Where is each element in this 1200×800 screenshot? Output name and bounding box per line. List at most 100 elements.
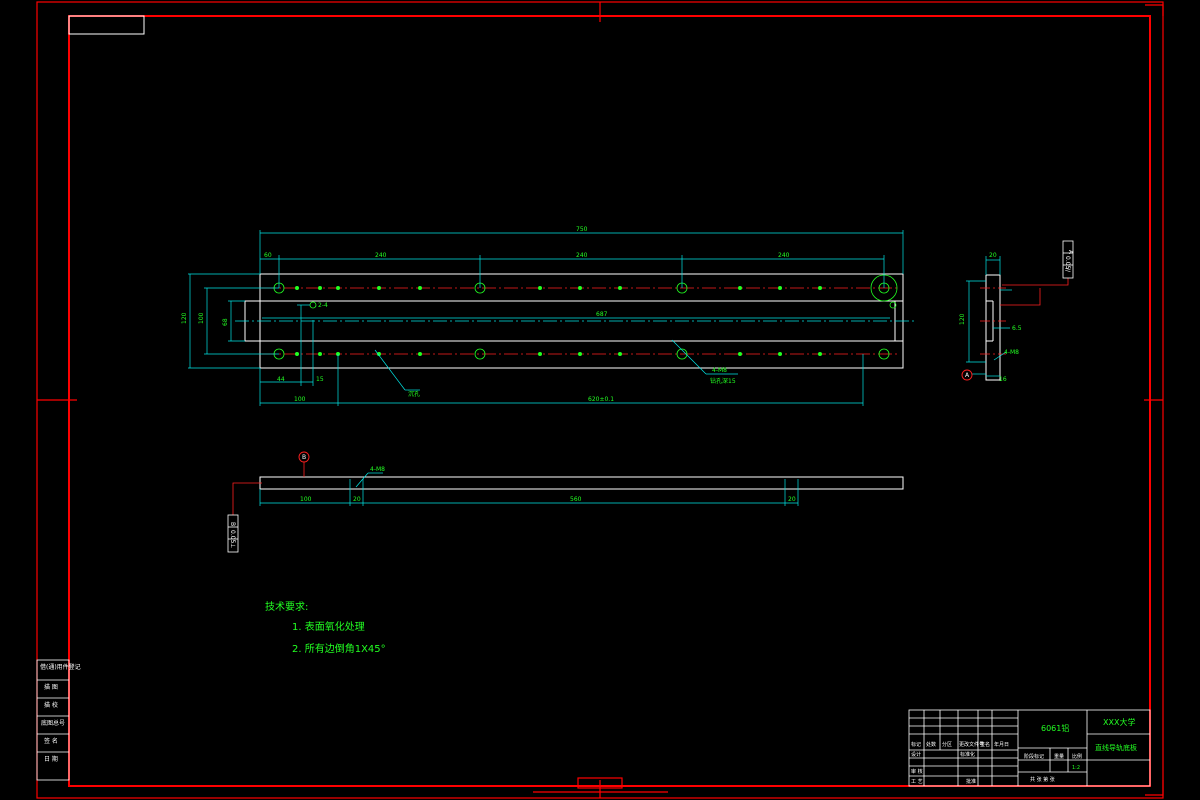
side-tolerance-value: 0.05	[1064, 256, 1071, 270]
dim-overall-length: 750	[576, 226, 588, 233]
top-view-dim-text: 750 60 240 240 240 687 100 620±0.1 44 15…	[181, 226, 790, 403]
side-view-dimensions	[966, 256, 1012, 377]
dim-height-mid: 100	[198, 312, 205, 324]
material: 6061铝	[1041, 723, 1069, 733]
bottom-dim-2: 560	[570, 496, 582, 503]
title-block-text: 6061铝 XXX大学 直线导轨底板 标记 处数 分区 更改文件号 签名 年月日…	[911, 717, 1137, 785]
left-strip-label-2: 描 校	[44, 701, 58, 709]
row-label-1: 处数	[926, 741, 936, 748]
title-block	[908, 709, 1151, 787]
dim-bottom-span: 620±0.1	[588, 396, 614, 403]
leader-label: 沉孔	[408, 390, 420, 398]
side-tolerance-symbol: A	[1067, 250, 1074, 255]
top-view: 750 60 240 240 240 687 100 620±0.1 44 15…	[181, 226, 915, 406]
side-dim-top-width: 20	[989, 252, 997, 259]
side-dim-bottom-width: 16	[999, 376, 1007, 383]
drawing-frame	[36, 1, 1164, 799]
top-view-centerlines	[235, 287, 915, 355]
left-strip-labels: 借(通)用件登记 描 图 描 校 底图总号 签 名 日 期	[40, 663, 81, 763]
designer-row: 设计	[911, 751, 921, 758]
process-label: 工 艺	[911, 779, 923, 785]
row-label-3: 更改文件号	[959, 741, 984, 748]
corner-mark-tr	[1145, 4, 1164, 16]
left-strip	[36, 659, 70, 781]
counterbore-hole	[878, 348, 890, 360]
dim-bottom-left: 100	[294, 396, 306, 403]
datum-a-marker	[961, 369, 973, 381]
counterbore-hole	[474, 348, 486, 360]
bottom-view: B 4-M8 100 20 560 20 B 0.05 ⊥	[227, 451, 904, 553]
datum-a-label: A	[965, 372, 970, 379]
drawing-number-box	[68, 15, 145, 35]
dim-hole-callout-left: 2-4	[318, 302, 328, 309]
notes-item-2: 2. 所有边倒角1X45°	[292, 642, 386, 655]
notes-item-1: 1. 表面氧化处理	[292, 620, 365, 633]
standard-label: 标准化	[960, 751, 975, 758]
dim-height-outer: 120	[181, 312, 188, 324]
dim-thread-depth: 钻孔深15	[710, 377, 736, 385]
bottom-tolerance-frame	[227, 514, 239, 553]
side-view-outline	[985, 274, 1001, 381]
bottom-center-box	[577, 777, 623, 789]
dim-inner-length: 687	[596, 311, 608, 318]
weight-label: 重量	[1054, 753, 1064, 760]
title-block-frame	[908, 709, 1151, 787]
side-view-text: 20 120 6.5 16 4-M8 A 0.05 //	[959, 250, 1074, 383]
pin-hole	[309, 301, 317, 309]
side-tolerance-type: //	[1064, 268, 1071, 273]
bottom-plate-outline	[259, 476, 904, 490]
counterbore-hole	[676, 348, 688, 360]
dim-small-left: 44	[277, 376, 285, 383]
side-view-tolerance-leader	[1000, 278, 1069, 306]
bottom-view-dimensions	[259, 472, 799, 506]
left-strip-label-1: 描 图	[44, 683, 58, 691]
approve-label: 批准	[966, 778, 976, 785]
ratio-value: 1:2	[1072, 765, 1080, 771]
row-label-2: 分区	[942, 741, 952, 748]
bottom-dim-0: 100	[300, 496, 312, 503]
stage-label: 阶段标记	[1024, 753, 1044, 760]
bottom-view-text: B 4-M8 100 20 560 20 B 0.05 ⊥	[229, 454, 796, 548]
bottom-dim-3: 20	[788, 496, 796, 503]
side-dim-right: 6.5	[1012, 325, 1022, 332]
dim-segment-0: 60	[264, 252, 272, 259]
side-view-tolerance-frame	[1062, 240, 1074, 279]
row-label-4: 签名	[980, 741, 990, 748]
technical-notes: 技术要求: 1. 表面氧化处理 2. 所有边倒角1X45°	[265, 600, 386, 655]
bottom-tolerance-value: 0.05	[229, 530, 236, 544]
dim-segment-2: 240	[576, 252, 588, 259]
dim-height-inner: 68	[222, 318, 229, 326]
datum-b-label: B	[302, 454, 306, 461]
company-name: XXX大学	[1103, 717, 1135, 727]
dim-segment-1: 240	[375, 252, 387, 259]
ratio-label: 比例	[1072, 753, 1082, 760]
left-strip-label-5: 日 期	[44, 755, 58, 763]
dim-thread-callout: 4-M8	[712, 367, 727, 374]
sheet-label: 共 张 第 张	[1030, 776, 1055, 783]
side-view: 20 120 6.5 16 4-M8 A 0.05 // A	[959, 240, 1074, 383]
pin-hole	[889, 301, 897, 309]
part-name: 直线导轨底板	[1095, 743, 1137, 752]
left-strip-label-3: 底图总号	[41, 719, 65, 727]
left-strip-label-0: 借(通)用件登记	[40, 663, 81, 671]
side-view-centerlines	[980, 287, 1006, 355]
bottom-view-datum-leader	[232, 462, 305, 515]
bottom-tolerance-type: ⊥	[229, 543, 236, 548]
top-view-dimensions	[188, 230, 904, 406]
notes-title: 技术要求:	[265, 600, 308, 613]
datum-b-marker	[298, 451, 310, 463]
side-dim-height: 120	[959, 313, 966, 325]
left-strip-label-4: 签 名	[44, 737, 58, 745]
row-label-5: 年月日	[994, 741, 1009, 748]
dim-segment-3: 240	[778, 252, 790, 259]
bottom-tolerance-datum: B	[229, 522, 236, 526]
left-strip-box	[36, 659, 70, 781]
row-label-0: 标记	[911, 741, 921, 748]
dim-small-right: 15	[316, 376, 324, 383]
bottom-dim-1: 20	[353, 496, 361, 503]
bottom-hole-note: 4-M8	[370, 466, 385, 473]
review-label: 审 核	[911, 768, 923, 775]
side-hole-note: 4-M8	[1004, 349, 1019, 356]
top-view-small-holes	[295, 286, 822, 356]
